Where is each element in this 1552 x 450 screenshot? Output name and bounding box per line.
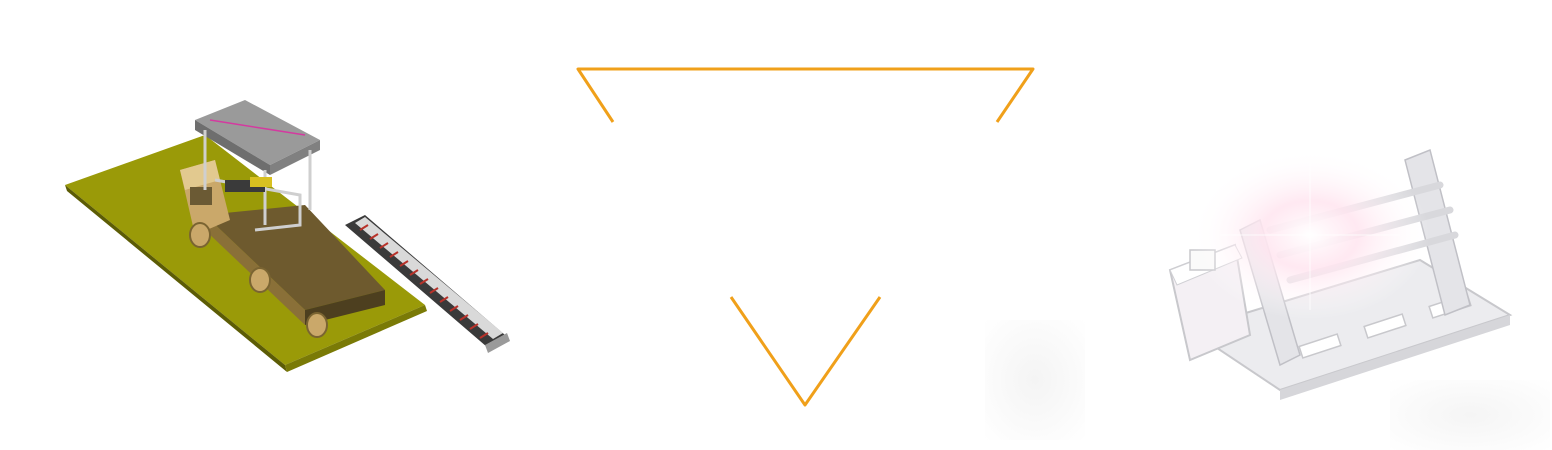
triangle-bottom-segment bbox=[729, 296, 882, 407]
ground-plate-edge bbox=[65, 185, 287, 372]
triangle-top-segment bbox=[576, 67, 1035, 123]
loading-machine-top-plate bbox=[195, 100, 320, 165]
conveyor-slats bbox=[359, 224, 489, 339]
truck-loading-machine-illustration bbox=[65, 100, 510, 372]
cargo-box bbox=[205, 205, 385, 310]
truck-wheels bbox=[189, 222, 328, 338]
winch-motor-illustration bbox=[1168, 148, 1513, 400]
